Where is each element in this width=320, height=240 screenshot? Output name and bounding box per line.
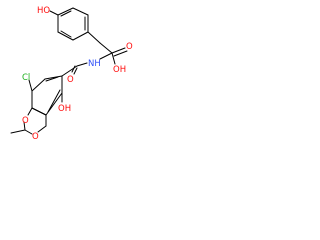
bond (76, 62, 88, 67)
bond (49, 10, 59, 16)
bond (27, 107, 33, 116)
bond (73, 67, 78, 75)
bond (61, 65, 78, 77)
bond (99, 52, 113, 60)
molecule-structure: HO NH OH O O Cl OH O O (10, 6, 133, 142)
bond (31, 78, 46, 92)
bond (111, 47, 126, 54)
ring-hydroxyl-label: OH (58, 104, 71, 114)
amine-nh-label: NH (88, 59, 101, 69)
bond (47, 89, 61, 113)
bond (31, 107, 47, 116)
bond (37, 125, 47, 133)
bond (24, 129, 33, 135)
bond (111, 52, 116, 65)
chlorine-label: Cl (22, 73, 30, 83)
bond (23, 121, 26, 131)
bond (57, 31, 74, 41)
carboxyl-o-label: O (126, 42, 133, 52)
ether-oxygen-label: O (32, 132, 39, 142)
ring-oxygen-label: O (22, 116, 29, 126)
bond (10, 129, 26, 134)
bond (60, 10, 72, 17)
carboxyl-oh-label: OH (113, 65, 126, 75)
bond (72, 7, 89, 16)
bond (57, 7, 74, 16)
bond (60, 30, 72, 38)
bond (28, 79, 33, 92)
bond-lines (10, 7, 128, 135)
bond (45, 76, 59, 82)
bond (87, 31, 101, 44)
bond (113, 50, 128, 57)
bond (99, 42, 113, 54)
atom-labels: HO NH OH O O Cl OH O O (22, 6, 133, 142)
amide-o-label: O (67, 75, 74, 85)
bond (72, 31, 89, 41)
hydroxyl-ho-label: HO (37, 6, 50, 16)
bond (71, 65, 76, 73)
bond (44, 75, 63, 80)
